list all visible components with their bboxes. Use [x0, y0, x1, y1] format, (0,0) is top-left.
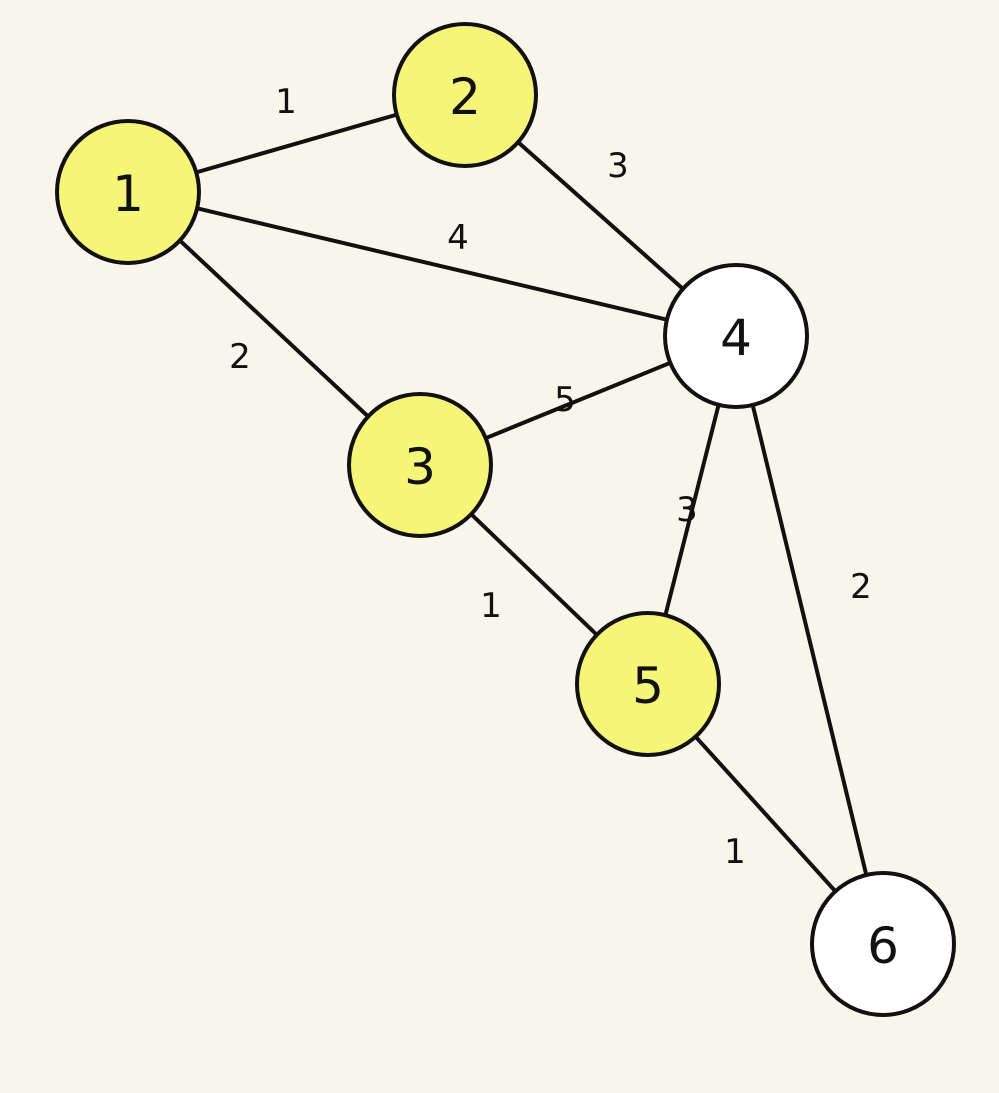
- edge-weights-layer: 1 3 4 2 5 3 2 1 1: [229, 82, 872, 872]
- node-2: 2: [392, 22, 538, 168]
- edge-weight-1-3: 2: [229, 337, 251, 377]
- edge-weight-5-6: 1: [724, 832, 746, 872]
- edge-weight-1-4: 4: [447, 218, 469, 258]
- edge-weight-1-2: 1: [275, 82, 297, 122]
- node-label-6: 6: [867, 917, 899, 975]
- edge-5-6: [693, 734, 838, 894]
- edge-weight-3-4: 5: [554, 380, 576, 420]
- node-label-4: 4: [720, 309, 752, 367]
- node-label-2: 2: [449, 68, 481, 126]
- nodes-layer: 1 2 3 4 5 6: [55, 22, 956, 1017]
- node-5: 5: [575, 611, 721, 757]
- edge-weight-4-5: 3: [676, 490, 698, 530]
- edge-1-4: [195, 206, 669, 322]
- edge-3-4: [483, 360, 673, 441]
- node-circle-4: [663, 263, 809, 409]
- node-6: 6: [810, 871, 956, 1017]
- edge-weight-3-5: 1: [480, 586, 502, 626]
- node-3: 3: [347, 392, 493, 538]
- node-label-1: 1: [112, 165, 144, 223]
- node-circle-3: [347, 392, 493, 538]
- edge-weight-2-4: 3: [607, 146, 629, 186]
- edge-4-6: [750, 403, 869, 877]
- edges-layer: [177, 112, 869, 894]
- edge-1-3: [177, 238, 371, 419]
- node-circle-1: [55, 119, 201, 265]
- node-1: 1: [55, 119, 201, 265]
- edge-3-5: [469, 512, 599, 637]
- node-label-5: 5: [632, 657, 664, 715]
- node-circle-6: [810, 871, 956, 1017]
- node-4: 4: [663, 263, 809, 409]
- edge-2-4: [516, 140, 685, 291]
- node-circle-5: [575, 611, 721, 757]
- node-label-3: 3: [404, 438, 436, 496]
- edge-1-2: [194, 112, 399, 175]
- node-circle-2: [392, 22, 538, 168]
- edge-weight-4-6: 2: [850, 567, 872, 607]
- edge-4-5: [663, 402, 721, 618]
